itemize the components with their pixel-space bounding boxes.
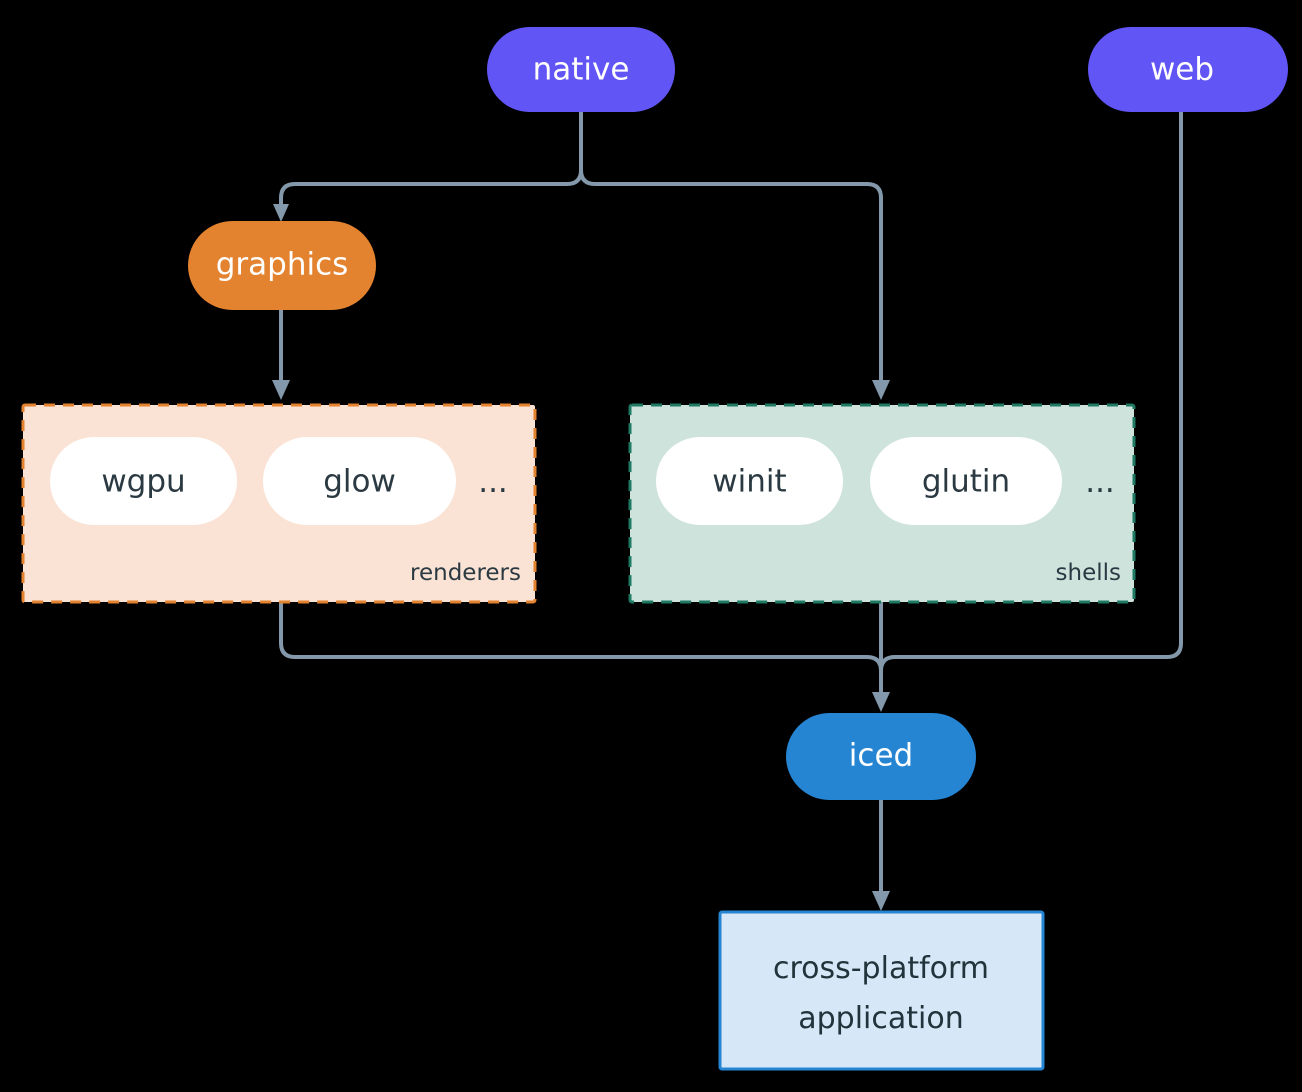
edge-renderers-iced-line [279,602,883,690]
arrowhead-iced-application [872,891,890,911]
cluster-shells: winit glutin ... shells [628,403,1136,604]
node-graphics-label: graphics [216,247,349,283]
node-application-label-line-1: cross-platform [773,951,989,986]
edge-shells-to-iced [872,602,890,712]
cluster-shells-label: shells [1056,560,1121,586]
edge-iced-to-application [872,800,890,911]
node-graphics[interactable]: graphics [188,221,376,310]
node-winit[interactable] [656,437,843,525]
node-glutin-label: glutin [922,464,1010,500]
node-native[interactable]: native [487,27,675,112]
renderers-overflow-ellipsis: ... [478,464,508,500]
arrowhead-shells-iced [872,692,890,712]
node-web-label: web [1150,52,1214,88]
edge-native-graphics-line [279,112,583,212]
node-wgpu[interactable] [50,437,237,525]
node-wgpu-label: wgpu [101,464,185,500]
edge-native-shells-line [579,112,883,385]
node-glow[interactable] [263,437,456,525]
arrowhead-native-shells [872,380,890,400]
node-glutin[interactable] [870,437,1062,525]
shells-overflow-ellipsis: ... [1085,464,1115,500]
node-application-shape[interactable] [718,910,1045,1071]
cluster-renderers-label: renderers [410,560,521,586]
node-native-shape[interactable] [487,27,675,112]
node-application-label-line-2: application [798,1001,963,1036]
node-glow-label: glow [323,464,396,500]
node-web[interactable]: web [1088,27,1288,112]
node-web-shape[interactable] [1088,27,1288,112]
node-winit-label: winit [712,464,786,500]
node-application[interactable]: cross-platform application [718,910,1045,1071]
edge-native-to-shells [579,112,890,400]
edge-native-to-graphics [273,112,583,222]
node-native-label: native [533,52,630,88]
node-iced[interactable]: iced [786,713,976,800]
cluster-renderers: wgpu glow ... renderers [21,403,537,604]
node-iced-label: iced [849,738,913,774]
node-iced-shape[interactable] [786,713,976,800]
node-graphics-shape[interactable] [188,221,376,310]
edge-graphics-to-renderers [272,310,290,400]
arrowhead-graphics-renderers [272,380,290,400]
edge-renderers-to-iced [279,602,883,690]
arrowhead-native-graphics [273,204,289,222]
